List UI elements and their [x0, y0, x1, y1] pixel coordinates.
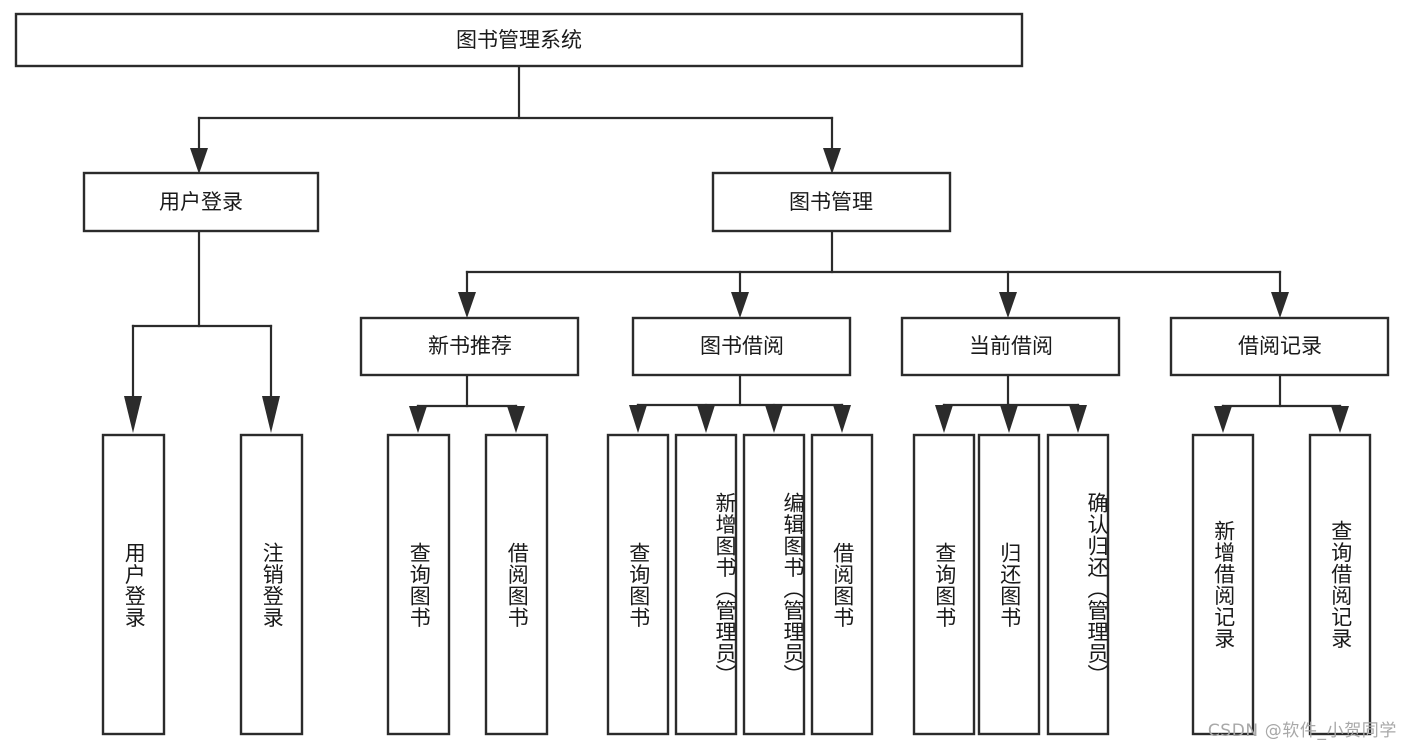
node-box-leaf-cb-return-book[interactable]: [977, 433, 1041, 736]
arrow-head-book-borrow: [731, 292, 749, 318]
node-label-new-book-recommend: 新书推荐: [428, 334, 512, 358]
arrow-head-book-manage: [823, 148, 841, 174]
arrow-head-cb-return-book: [1000, 405, 1018, 433]
arrow-head-nb-query-book: [409, 406, 427, 433]
arrow-head-cb-confirm-return: [1069, 405, 1087, 433]
arrow-head-bb-borrow-book: [833, 405, 851, 433]
arrow-head-bb-query-book: [629, 405, 647, 433]
node-label-book-manage: 图书管理: [789, 190, 873, 214]
connector-layer: [124, 64, 1349, 433]
node-box-leaf-bb-query-book[interactable]: [606, 433, 670, 736]
node-box-current-borrow[interactable]: [900, 316, 1121, 377]
node-box-leaf-bb-add-book[interactable]: [674, 433, 738, 736]
node-label-root: 图书管理系统: [456, 28, 582, 52]
arrow-head-bb-add-book: [697, 405, 715, 433]
node-label-book-borrow: 图书借阅: [700, 334, 784, 358]
csdn-watermark: CSDN @软件_小贺同学: [1207, 721, 1397, 741]
node-box-leaf-cb-query-book[interactable]: [912, 433, 976, 736]
arrow-head-br-add-record: [1214, 406, 1232, 433]
node-box-leaf-cb-confirm-return[interactable]: [1046, 433, 1110, 736]
arrow-head-user-login: [190, 148, 208, 174]
node-box-leaf-user-login[interactable]: [101, 433, 166, 736]
node-box-root[interactable]: [14, 12, 1024, 68]
arrow-head-borrow-record: [1271, 292, 1289, 318]
node-box-book-borrow[interactable]: [631, 316, 852, 377]
arrow-head-new-book-recommend: [458, 292, 476, 318]
node-label-user-login: 用户登录: [159, 190, 243, 214]
arrow-head-current-borrow: [999, 292, 1017, 318]
node-box-leaf-logout[interactable]: [239, 433, 304, 736]
node-box-borrow-record[interactable]: [1169, 316, 1390, 377]
node-box-leaf-br-add-record[interactable]: [1191, 433, 1255, 736]
node-label-borrow-record: 借阅记录: [1238, 334, 1322, 358]
node-box-book-manage[interactable]: [711, 171, 952, 233]
node-box-leaf-nb-query-book[interactable]: [386, 433, 451, 736]
node-layer: 图书管理系统 用户登录 图书管理 新书推荐 图书借阅 当前借阅 借阅记录: [14, 12, 1390, 736]
node-box-leaf-bb-edit-book[interactable]: [742, 433, 806, 736]
node-box-user-login[interactable]: [82, 171, 320, 233]
node-box-new-book-recommend[interactable]: [359, 316, 580, 377]
arrow-head-leaf-user-login: [124, 396, 142, 433]
node-box-leaf-bb-borrow-book[interactable]: [810, 433, 874, 736]
node-box-leaf-br-query-record[interactable]: [1308, 433, 1372, 736]
node-label-current-borrow: 当前借阅: [969, 334, 1053, 358]
arrow-head-bb-edit-book: [765, 405, 783, 433]
arrow-head-cb-query-book: [935, 405, 953, 433]
arrow-head-leaf-logout: [262, 396, 280, 433]
arrow-head-br-query-record: [1331, 406, 1349, 433]
node-box-leaf-nb-borrow-book[interactable]: [484, 433, 549, 736]
arrow-head-nb-borrow-book: [507, 406, 525, 433]
